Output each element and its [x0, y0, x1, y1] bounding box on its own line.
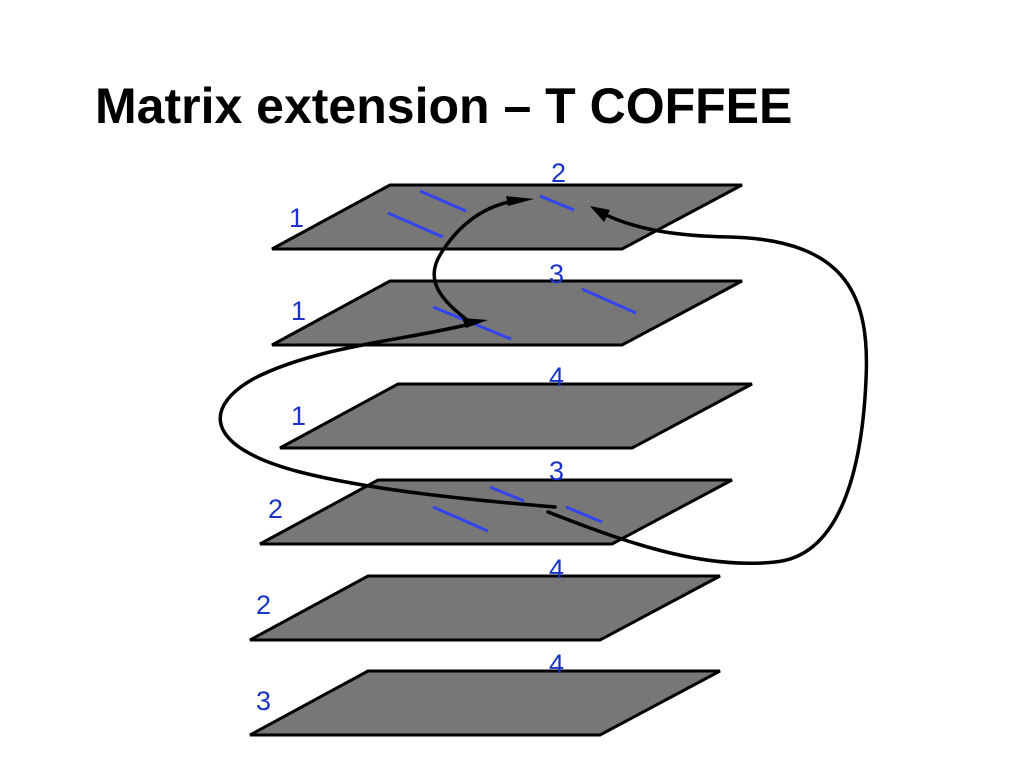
plane-top-label: 4 [549, 649, 564, 679]
arrow-head-icon [462, 318, 488, 328]
alignment-segment [539, 194, 575, 212]
plane-top-label: 3 [549, 259, 564, 289]
plane-left-label: 1 [289, 203, 304, 233]
plane-top-label: 3 [549, 456, 564, 486]
plane-left-label: 3 [256, 686, 271, 716]
plane-top-label: 4 [549, 554, 564, 584]
matrix-plane-1-2: 1 2 [271, 158, 743, 251]
plane-top-label: 2 [551, 158, 566, 188]
plane-left-label: 1 [291, 296, 306, 326]
arrow-plane4-to-plane2 [218, 321, 557, 509]
extension-arrows [218, 196, 869, 566]
alignment-segment [419, 189, 467, 213]
plane-left-label: 1 [291, 401, 306, 431]
alignment-segment [432, 505, 489, 533]
plane-left-label: 2 [268, 494, 283, 524]
alignment-segment [387, 211, 444, 239]
plane-top-label: 4 [549, 362, 564, 392]
matrix-plane-2-4: 2 4 [249, 554, 721, 642]
matrix-plane-1-3: 1 3 [271, 259, 743, 347]
matrix-plane-2-3: 2 3 [259, 456, 733, 546]
alignment-segment [581, 287, 637, 315]
alignment-segment [565, 505, 603, 524]
plane-left-label: 2 [256, 590, 271, 620]
arrow-head-icon [590, 206, 610, 222]
matrix-plane-1-4: 1 4 [279, 362, 753, 450]
slide-title: Matrix extension – T COFFEE [95, 78, 793, 134]
arrow-head-icon [506, 196, 534, 206]
arrow-plane2-to-plane1 [432, 198, 522, 324]
alignment-segment [489, 485, 525, 503]
matrix-plane-3-4: 3 4 [249, 649, 721, 737]
arrow-plane4-to-plane1 [546, 209, 869, 566]
